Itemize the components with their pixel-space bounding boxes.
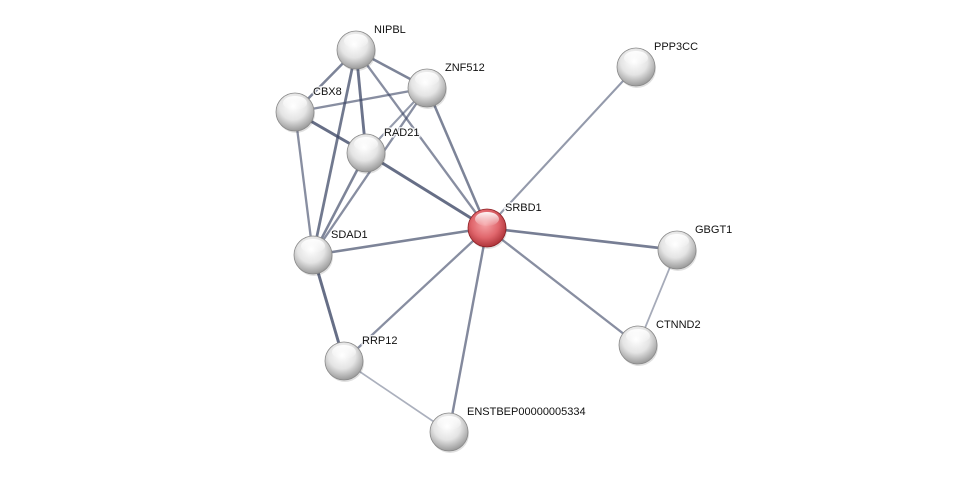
node-NIPBL[interactable]: NIPBL <box>336 23 407 71</box>
node-label: ENSTBEP00000005334 <box>467 406 586 418</box>
node-label: GBGT1 <box>695 224 732 236</box>
node-SRBD1[interactable]: SRBD1 <box>467 201 543 249</box>
edges <box>293 48 678 433</box>
node-CBX8[interactable]: CBX8 <box>275 85 343 133</box>
node-GBGT1[interactable]: GBGT1 <box>657 223 734 271</box>
edge-RRP12-SRBD1[interactable] <box>343 227 488 362</box>
node-label: CBX8 <box>313 86 342 98</box>
edge-SRBD1-GBGT1[interactable] <box>486 226 678 252</box>
node-highlight <box>437 416 461 430</box>
edge-NIPBL-SDAD1[interactable] <box>311 49 358 256</box>
node-label: SDAD1 <box>331 229 368 241</box>
node-highlight <box>626 329 650 343</box>
node-label: RAD21 <box>384 127 419 139</box>
node-highlight <box>354 137 378 151</box>
edge-RAD21-SRBD1[interactable] <box>365 151 488 230</box>
node-label: PPP3CC <box>654 41 698 53</box>
node-highlight <box>475 212 499 226</box>
node-label: ZNF512 <box>445 62 485 74</box>
edge-SRBD1-PPP3CC[interactable] <box>486 66 637 229</box>
node-highlight <box>301 239 325 253</box>
edge-SRBD1-CTNND2[interactable] <box>486 227 639 346</box>
node-highlight <box>332 345 356 359</box>
node-highlight <box>665 234 689 248</box>
node-PPP3CC[interactable]: PPP3CC <box>616 40 700 88</box>
node-label: RRP12 <box>362 335 397 347</box>
node-label: CTNND2 <box>656 319 701 331</box>
node-ENSTBEP00000005334[interactable]: ENSTBEP00000005334 <box>429 405 587 453</box>
node-label: NIPBL <box>374 24 406 36</box>
node-label: SRBD1 <box>505 202 542 214</box>
node-highlight <box>624 51 648 65</box>
node-ZNF512[interactable]: ZNF512 <box>407 61 486 109</box>
node-highlight <box>415 72 439 86</box>
nodes: NIPBL ZNF512CBX8RAD21SRBD1SDAD1RRP12ENSTB… <box>275 23 734 453</box>
edge-SDAD1-SRBD1[interactable] <box>312 226 488 257</box>
edge-CBX8-ZNF512[interactable] <box>294 86 428 114</box>
node-highlight <box>283 96 307 110</box>
edge-NIPBL-SRBD1[interactable] <box>355 49 488 229</box>
node-CTNND2[interactable]: CTNND2 <box>618 318 702 366</box>
node-SDAD1[interactable]: SDAD1 <box>293 228 369 276</box>
node-RRP12[interactable]: RRP12 <box>324 334 399 382</box>
edge-RRP12-ENSTBEP00000005334[interactable] <box>343 360 450 433</box>
edge-ENSTBEP00000005334-SRBD1[interactable] <box>447 227 489 433</box>
edge-CBX8-SDAD1[interactable] <box>293 111 315 256</box>
node-RAD21[interactable]: RAD21 <box>346 126 421 174</box>
edge-ZNF512-SRBD1[interactable] <box>425 87 489 229</box>
node-highlight <box>344 34 368 48</box>
